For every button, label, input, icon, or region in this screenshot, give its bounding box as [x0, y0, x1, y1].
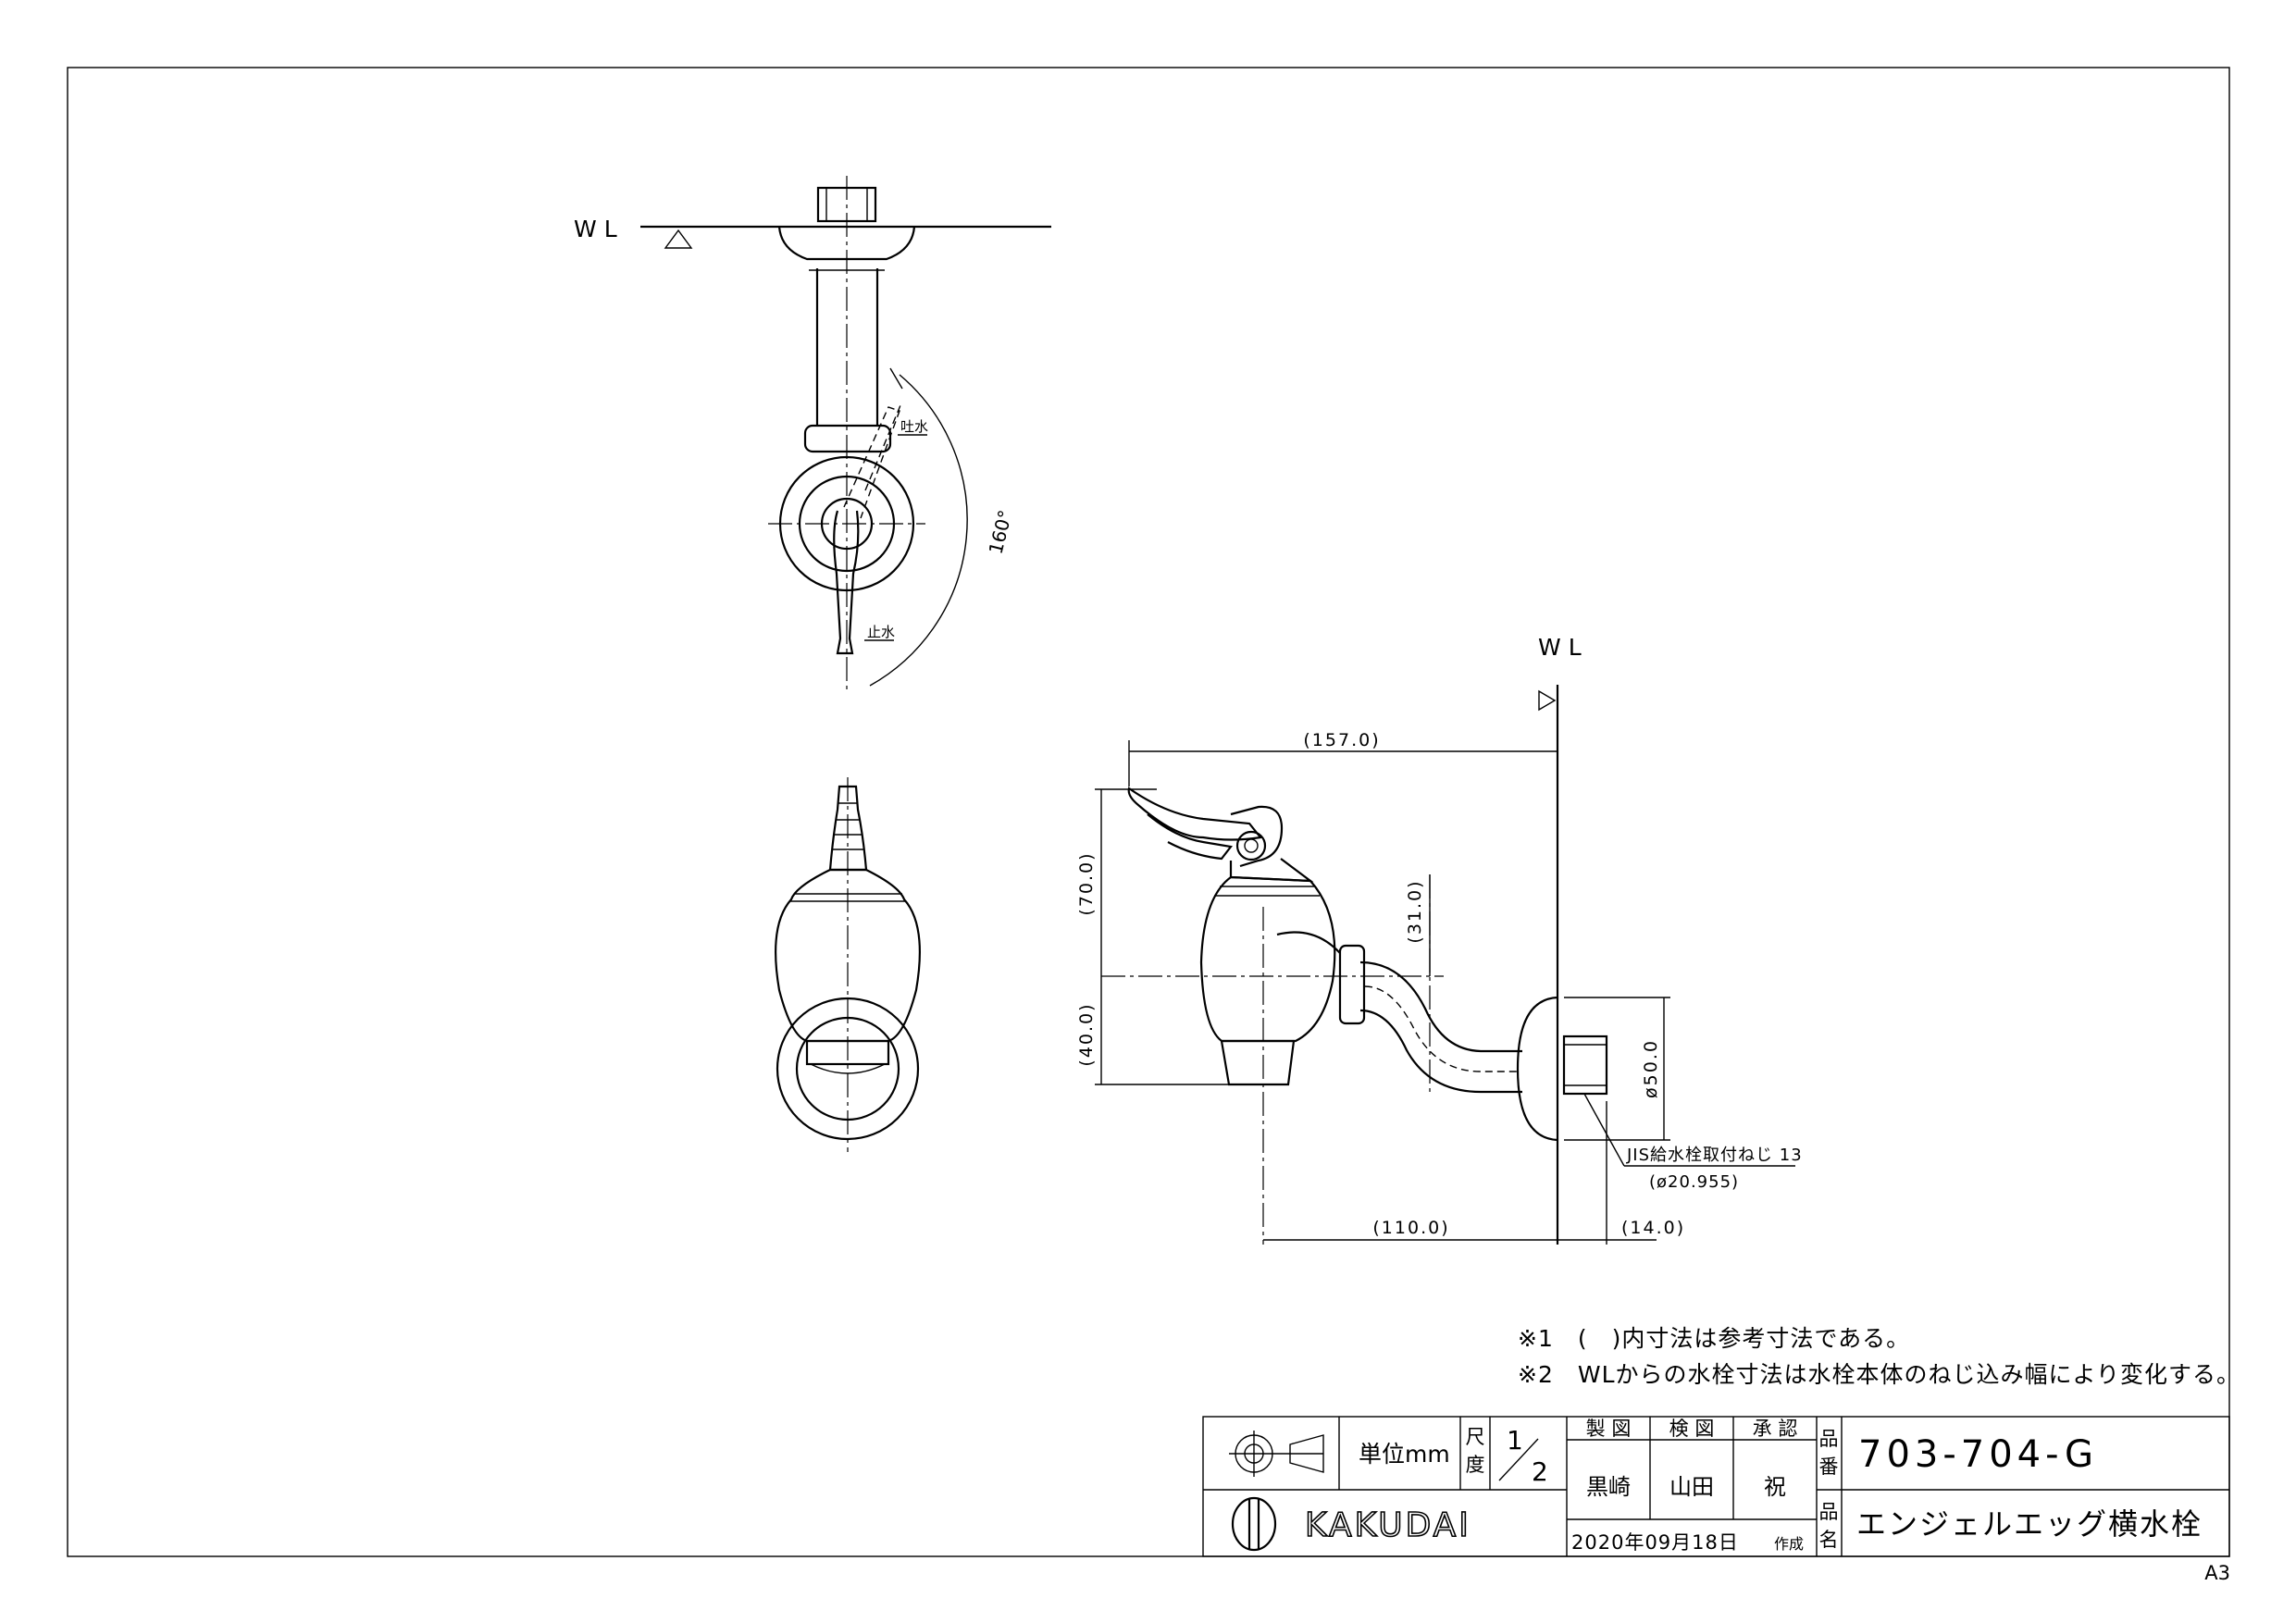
- date: 2020年09月18日: [1571, 1531, 1739, 1554]
- top-handle-open: [843, 406, 900, 519]
- part-no-label-2: 番: [1819, 1456, 1839, 1478]
- approve-by: 祝: [1764, 1474, 1786, 1500]
- dim-110: (110.0): [1372, 1218, 1449, 1238]
- unit-label: 単位mm: [1359, 1441, 1450, 1468]
- discharge-label: 吐水: [900, 418, 928, 435]
- top-handle: [833, 510, 860, 655]
- angle-arc: [869, 374, 968, 687]
- check-by: 山田: [1669, 1474, 1714, 1500]
- scale-label-1: 尺: [1466, 1426, 1485, 1448]
- side-pivot: [1235, 830, 1267, 861]
- top-collar: [803, 424, 892, 453]
- dim-40: (40.0): [1076, 1002, 1097, 1066]
- side-spout: [1220, 1039, 1296, 1086]
- dim-14: (14.0): [1621, 1218, 1685, 1238]
- wl-label-top: WL: [574, 216, 625, 242]
- scale-den: 2: [1532, 1456, 1548, 1487]
- scale-num: 1: [1507, 1425, 1523, 1456]
- part-name: エンジェルエッグ横水栓: [1856, 1506, 2203, 1542]
- thread-label: JIS給水栓取付ねじ 13: [1626, 1146, 1803, 1165]
- part-name-label-2: 名: [1819, 1529, 1839, 1551]
- title-block: 単位mm 尺 度 1 2 製 図 検 図 承 認 黒崎 山田 祝 品 番 703…: [1202, 1416, 2230, 1557]
- thread-dia: (ø20.955): [1649, 1172, 1739, 1192]
- angle-label: 160°: [985, 508, 1017, 557]
- svg-text:KAKUDAI: KAKUDAI: [1305, 1506, 1471, 1544]
- wl-triangle-side: [1538, 689, 1557, 712]
- wl-label-side: WL: [1538, 634, 1589, 661]
- side-view: WL (157.0): [1076, 634, 1803, 1245]
- approve-label: 承 認: [1753, 1418, 1798, 1440]
- dim-31: (31.0): [1405, 879, 1425, 943]
- side-lever: [1127, 787, 1263, 841]
- front-view: [775, 777, 921, 1152]
- side-thread: [1562, 1035, 1608, 1096]
- note-2: ※2 WLからの水栓寸法は水栓本体のねじ込み幅により変化する。: [1518, 1361, 2240, 1388]
- made-label: 製 図: [1586, 1418, 1632, 1440]
- note-1: ※1 ( )内寸法は参考寸法である。: [1518, 1325, 1910, 1352]
- sheet-size-label: A3: [2204, 1562, 2230, 1584]
- created-label: 作成: [1774, 1535, 1804, 1553]
- dim-50: ø50.0: [1641, 1039, 1661, 1098]
- part-no-label-1: 品: [1819, 1428, 1839, 1450]
- check-label: 検 図: [1669, 1418, 1715, 1440]
- dim-157: (157.0): [1303, 730, 1380, 750]
- kakudai-logo: KAKUDAI: [1231, 1496, 1471, 1552]
- sheet-border: [67, 67, 2230, 1557]
- side-s-pipe: [1359, 960, 1522, 1053]
- scale-label-2: 度: [1466, 1454, 1485, 1476]
- wl-triangle-top: [664, 229, 693, 249]
- stop-label: 止水: [867, 624, 895, 640]
- made-by: 黒崎: [1586, 1474, 1631, 1500]
- part-name-label-1: 品: [1819, 1501, 1839, 1523]
- part-no: 703-704-G: [1858, 1433, 2098, 1476]
- projection-symbol-icon: [1229, 1431, 1324, 1477]
- side-neck-ring: [1338, 944, 1366, 1025]
- top-view: WL 160° 吐水 止水: [574, 176, 1051, 694]
- side-wall-flange: [1516, 996, 1558, 1142]
- side-egg-body: [1199, 875, 1336, 1043]
- dim-70: (70.0): [1076, 851, 1097, 915]
